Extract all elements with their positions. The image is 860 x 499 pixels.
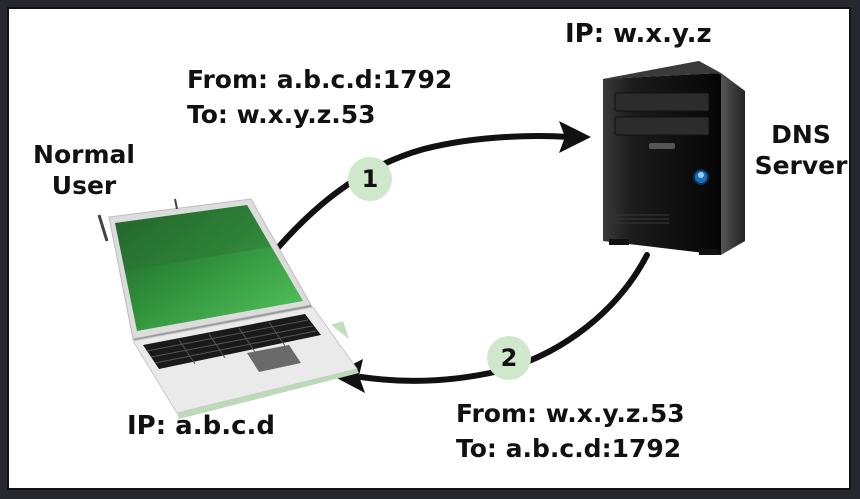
client-caption-line1: Normal [33,140,135,169]
response-to-label: To: a.b.c.d:1792 [456,434,682,463]
client-ip-label: IP: a.b.c.d [127,411,275,441]
client-caption: Normal User [19,139,149,201]
diagram-graphics [97,61,745,419]
request-arrow [262,133,572,266]
step-badge-response: 2 [487,336,531,380]
laptop-icon [97,198,359,419]
server-caption-line1: DNS [771,120,831,149]
client-caption-line2: User [51,171,117,200]
server-caption: DNS Server [741,119,860,181]
server-caption-line2: Server [754,151,848,180]
server-tower-icon [603,61,745,255]
request-from-label: From: a.b.c.d:1792 [187,65,453,94]
request-to-label: To: w.x.y.z.53 [187,100,376,129]
request-arrowhead [559,121,591,153]
response-from-label: From: w.x.y.z.53 [456,399,685,428]
step-badge-request: 1 [348,157,392,201]
diagram-canvas: 1 2 IP: w.x.y.z From: a.b.c.d:1792 To: w… [7,7,851,490]
server-ip-label: IP: w.x.y.z [565,19,712,49]
